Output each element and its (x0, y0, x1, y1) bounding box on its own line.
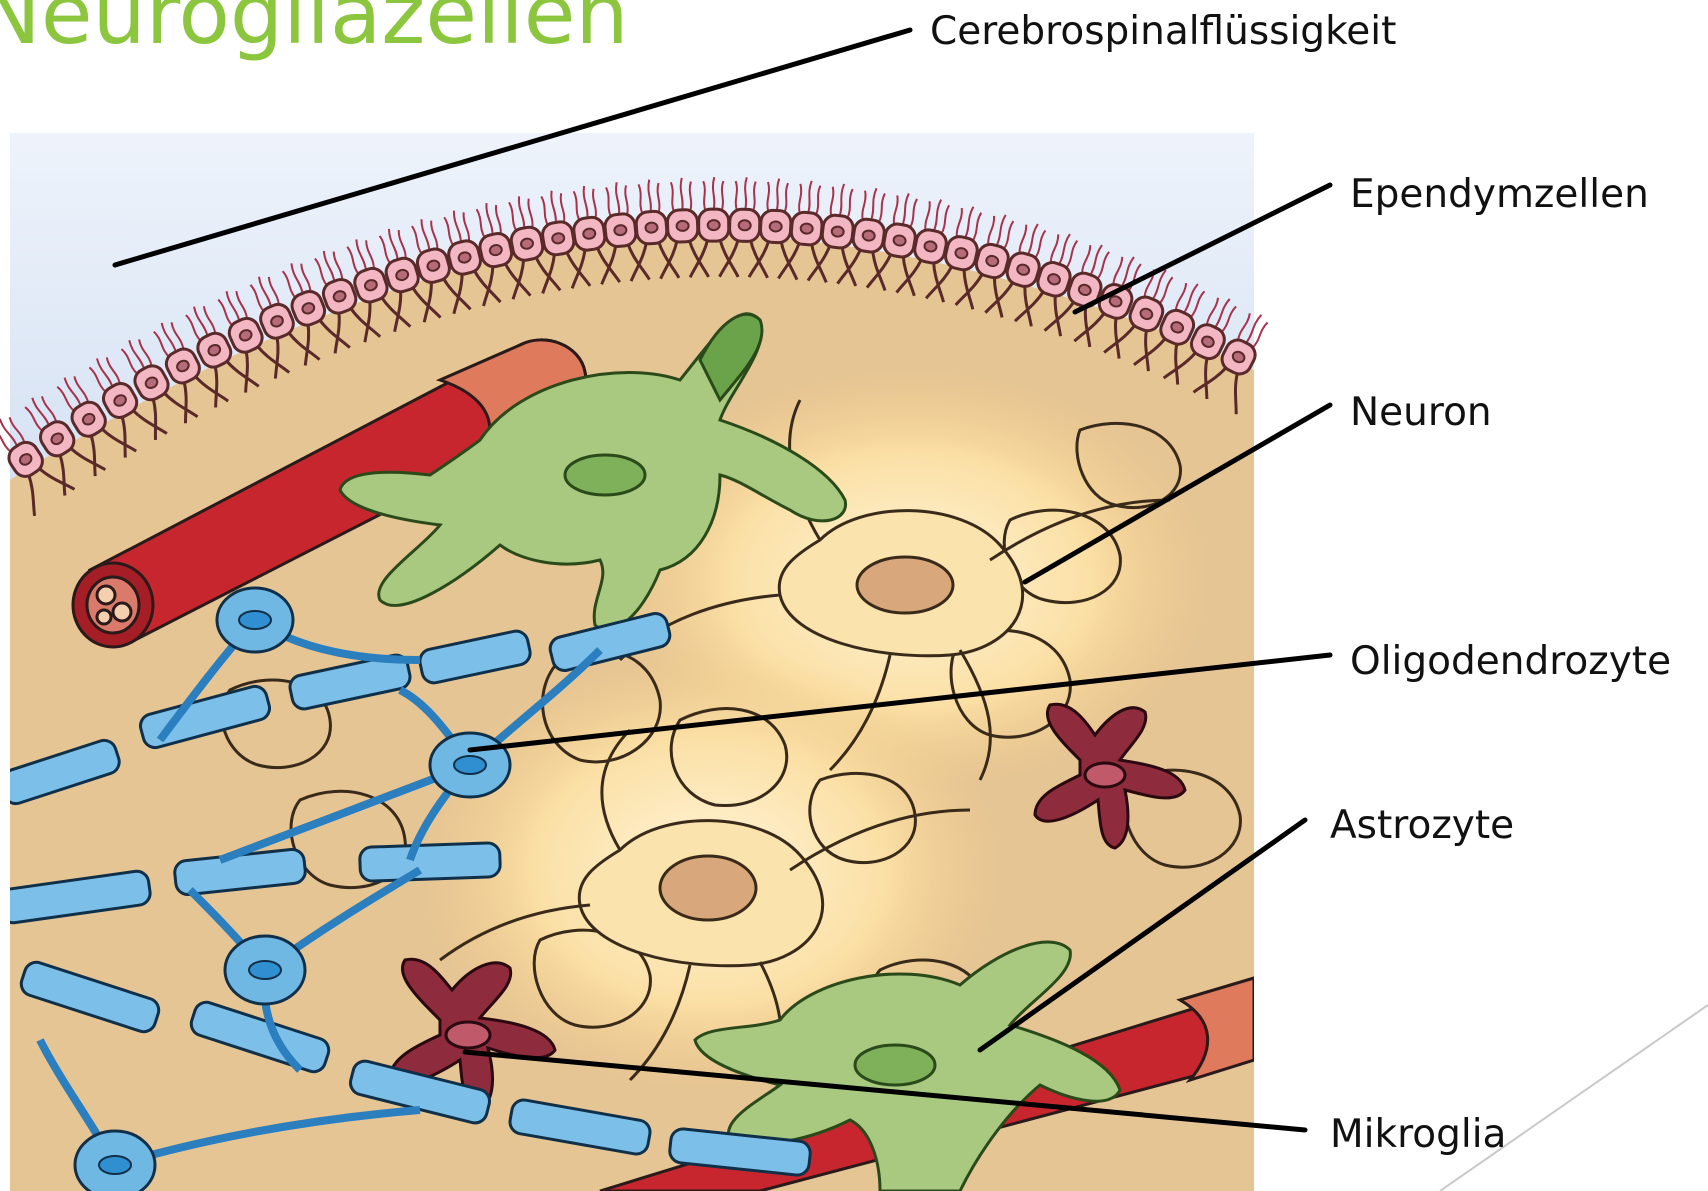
neuron-upper-nucleus (857, 557, 953, 613)
label-astrocyte: Astrozyte (1330, 806, 1514, 845)
neuron-lower-nucleus (660, 856, 756, 920)
label-cerebrospinal-fluid: Cerebrospinalflüssigkeit (930, 12, 1396, 51)
decorative-corner-line (1440, 1005, 1708, 1191)
astrocyte-lower-nucleus (855, 1045, 935, 1085)
astrocyte-upper-nucleus (565, 455, 645, 495)
label-oligodendrocyte: Oligodendrozyte (1350, 642, 1671, 681)
label-microglia: Mikroglia (1330, 1115, 1506, 1154)
label-neuron: Neuron (1350, 393, 1492, 432)
label-ependymal-cells: Ependymzellen (1350, 175, 1649, 214)
